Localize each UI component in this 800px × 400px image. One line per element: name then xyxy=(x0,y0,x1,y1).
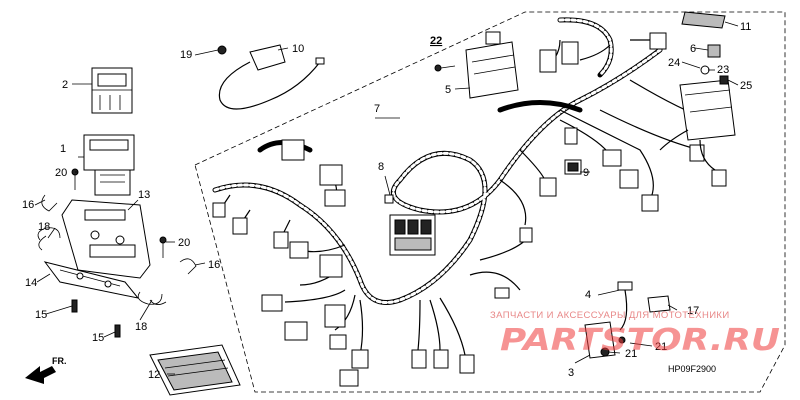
leader-lines xyxy=(34,21,739,375)
mounting-bracket-part-13 xyxy=(61,199,151,279)
relay-part-17 xyxy=(647,295,671,313)
ecu-part-12 xyxy=(149,344,241,396)
callout-18a: 18 xyxy=(38,221,50,233)
callout-1: 1 xyxy=(60,143,66,155)
callout-21b: 21 xyxy=(625,348,637,360)
callout-2: 2 xyxy=(62,79,68,91)
callout-11: 11 xyxy=(740,21,751,33)
front-label: FR. xyxy=(52,356,67,366)
plate-part-14 xyxy=(43,261,140,299)
callout-22: 22 xyxy=(430,35,442,47)
callout-15b: 15 xyxy=(92,332,104,344)
callout-16b: 16 xyxy=(208,259,220,271)
sensor-part-4 xyxy=(617,281,633,331)
fuse-box-part-1 xyxy=(83,134,135,196)
callout-20a: 20 xyxy=(55,167,67,179)
harness-connectors xyxy=(212,32,727,387)
small-parts-right xyxy=(681,11,729,85)
callout-13: 13 xyxy=(138,189,150,201)
watermark-brand: PARTSTOR.RU xyxy=(500,323,780,358)
callout-23: 23 xyxy=(717,64,729,76)
callout-numbers: 1 2 3 4 5 6 7 8 9 10 11 12 13 14 15 15 1… xyxy=(22,21,752,381)
callout-3: 3 xyxy=(568,367,574,379)
relay-box-part-2 xyxy=(91,67,133,114)
callout-15a: 15 xyxy=(35,309,47,321)
watermark: ЗАПЧАСТИ И АКСЕССУАРЫ ДЛЯ МОТОТЕХНИКИ PA… xyxy=(490,310,780,358)
callout-7: 7 xyxy=(374,103,380,115)
relay-part-9 xyxy=(564,159,582,175)
regulator-part-5 xyxy=(434,31,519,99)
callout-20b: 20 xyxy=(178,237,190,249)
callout-16a: 16 xyxy=(22,199,34,211)
callout-6: 6 xyxy=(690,43,696,55)
bolts xyxy=(71,45,227,338)
callout-18b: 18 xyxy=(135,321,147,333)
watermark-tagline: ЗАПЧАСТИ И АКСЕССУАРЫ ДЛЯ МОТОТЕХНИКИ xyxy=(490,310,730,321)
callout-9: 9 xyxy=(583,167,589,179)
callout-25: 25 xyxy=(740,80,752,92)
clamps-part-18 xyxy=(37,227,167,305)
clips-part-16 xyxy=(41,194,197,275)
starter-relay-part-3 xyxy=(584,321,626,359)
callout-14: 14 xyxy=(25,277,37,289)
callout-8: 8 xyxy=(378,161,384,173)
sensor-part-10 xyxy=(218,44,325,110)
dashed-frame xyxy=(194,11,786,393)
relay-block-part-8 xyxy=(389,214,436,256)
front-arrow: FR. xyxy=(25,356,67,384)
callout-17: 17 xyxy=(687,305,699,317)
diagram-code: HP09F2900 xyxy=(668,364,716,374)
callout-5: 5 xyxy=(445,84,451,96)
callout-19: 19 xyxy=(180,49,192,61)
callout-24: 24 xyxy=(668,57,680,69)
callout-4: 4 xyxy=(585,289,591,301)
callout-21a: 21 xyxy=(655,341,667,353)
callout-10: 10 xyxy=(292,43,304,55)
callout-12: 12 xyxy=(148,369,160,381)
module-part-25 xyxy=(659,79,736,171)
